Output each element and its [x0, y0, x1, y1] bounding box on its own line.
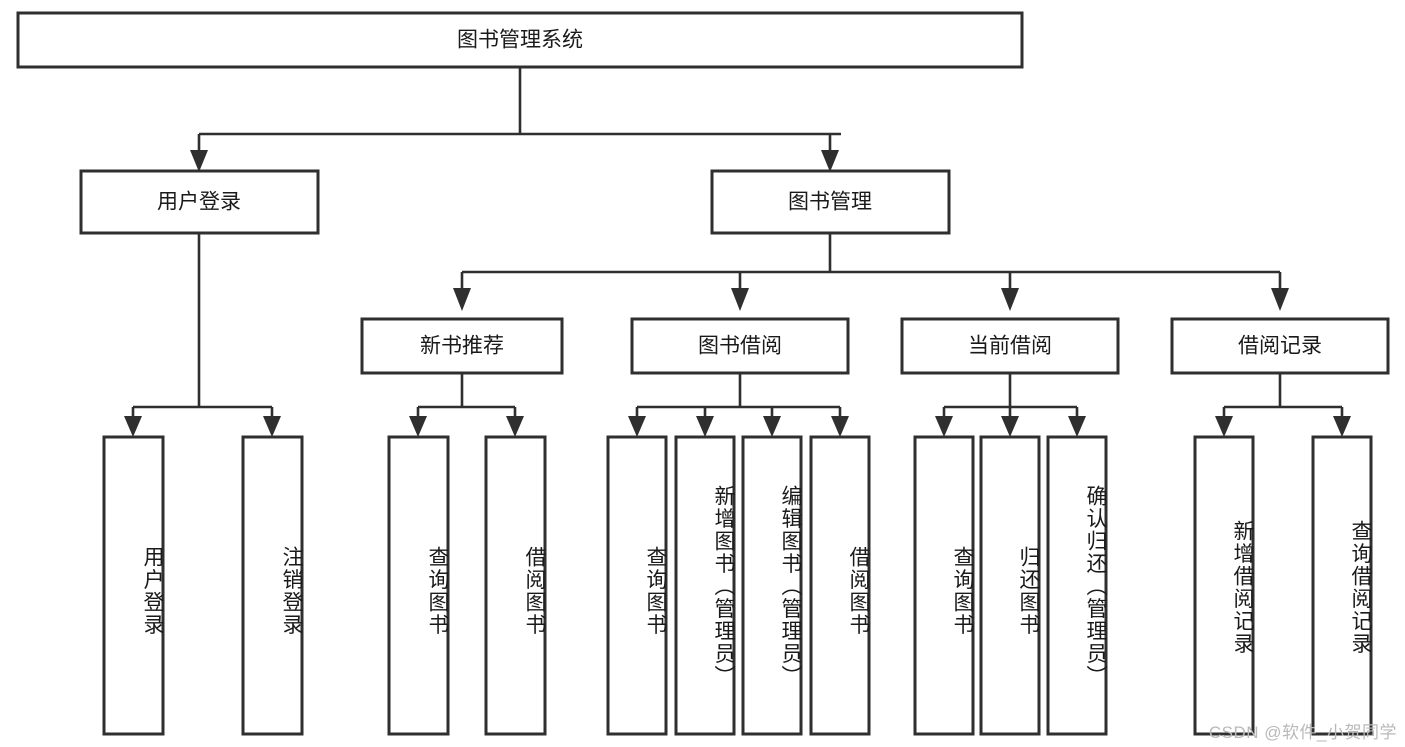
- node-user-login-label: 用户登录: [157, 191, 241, 214]
- node-root-label: 图书管理系统: [457, 29, 583, 52]
- node-leaf-query-book-2[interactable]: [606, 435, 668, 736]
- node-leaf-query-borrow-record[interactable]: [1311, 435, 1373, 736]
- node-leaf-borrow-book-1[interactable]: [484, 435, 547, 736]
- connector-current-to-leaves: [935, 373, 1086, 437]
- node-leaf-borrow-book-2[interactable]: [809, 435, 871, 736]
- node-leaf-confirm-return-admin[interactable]: [1046, 435, 1108, 736]
- node-book-borrow[interactable]: 图书借阅: [630, 317, 850, 375]
- node-book-management-label: 图书管理: [788, 191, 872, 214]
- node-root[interactable]: 图书管理系统: [16, 11, 1024, 69]
- node-leaf-return-book[interactable]: [979, 435, 1041, 736]
- node-leaf-query-book-1[interactable]: [387, 435, 450, 736]
- node-new-book-recommend[interactable]: 新书推荐: [360, 317, 564, 375]
- node-book-borrow-label: 图书借阅: [698, 335, 782, 358]
- node-leaf-query-book-3[interactable]: [913, 435, 975, 736]
- connector-root-to-level2: [190, 67, 841, 172]
- node-user-login[interactable]: 用户登录: [79, 169, 320, 235]
- node-leaf-user-login[interactable]: [102, 435, 165, 736]
- node-borrow-records[interactable]: 借阅记录: [1170, 317, 1390, 375]
- node-book-management[interactable]: 图书管理: [710, 169, 951, 235]
- node-leaf-edit-book-admin[interactable]: [741, 435, 803, 736]
- node-current-borrow[interactable]: 当前借阅: [900, 317, 1120, 375]
- node-leaf-add-book-admin[interactable]: [674, 435, 736, 736]
- node-leaf-add-borrow-record[interactable]: [1193, 435, 1255, 736]
- node-leaf-logout[interactable]: [241, 435, 304, 736]
- connector-newbook-to-leaves: [409, 373, 524, 437]
- node-new-book-recommend-label: 新书推荐: [420, 335, 504, 358]
- connector-bookmgmt-to-level3: [453, 233, 1289, 311]
- node-current-borrow-label: 当前借阅: [968, 335, 1052, 358]
- node-borrow-records-label: 借阅记录: [1238, 335, 1322, 358]
- connector-borrow-to-leaves: [628, 373, 849, 437]
- connector-records-to-leaves: [1215, 373, 1351, 437]
- csdn-watermark: CSDN @软件_小贺同学: [1208, 723, 1397, 742]
- connector-login-to-leaves: [124, 233, 281, 437]
